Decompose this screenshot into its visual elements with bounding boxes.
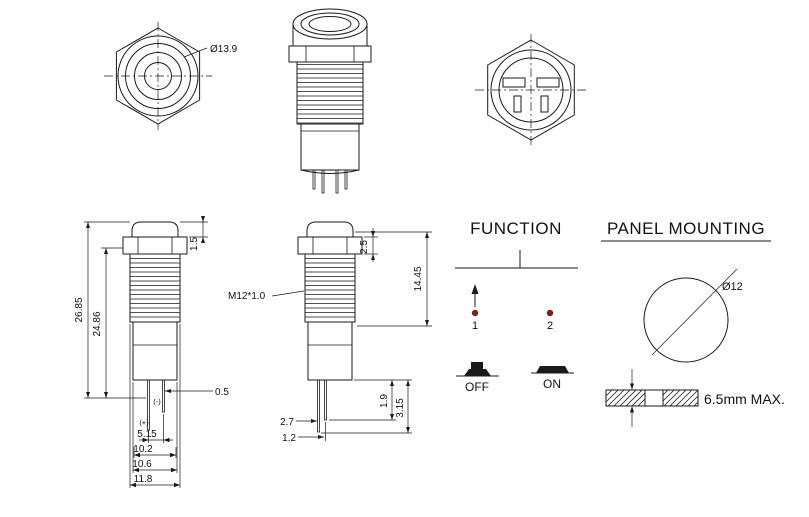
- on-button-symbol: [536, 366, 569, 373]
- off-button-symbol: [464, 362, 491, 376]
- side-view-figure: [288, 8, 372, 194]
- negative-pin-label: (-): [153, 397, 161, 406]
- terminal-pin: [321, 169, 325, 194]
- hex-flange: [297, 236, 363, 255]
- position-1-dot: [471, 309, 479, 317]
- position-2-dot: [546, 309, 554, 317]
- terminal-pin: [317, 379, 320, 433]
- off-label: OFF: [465, 380, 489, 394]
- dim-width-2: 10.6: [132, 459, 152, 470]
- terminal-pin: [513, 95, 522, 113]
- positive-pin-label: (+): [139, 418, 149, 427]
- dim-pin-spacing: 5.15: [137, 429, 157, 440]
- dim-hole-diameter: Ø12: [722, 281, 743, 293]
- function-diagram: FUNCTION 1 2 OFF ON: [455, 219, 578, 394]
- dim-cap-diameter: Ø13.9: [210, 44, 238, 55]
- bottom-view-figure: [475, 34, 587, 146]
- dim-flange-height: 2.5: [359, 240, 370, 254]
- terminal-pin: [335, 169, 339, 194]
- dim-width-3: 11.8: [134, 474, 153, 485]
- flat-terminal: [502, 77, 526, 88]
- hex-nut-outline: [115, 27, 201, 125]
- dim-pin-offset-1: 2.7: [280, 417, 294, 428]
- top-view-figure: Ø13.9: [104, 22, 238, 130]
- positive-pin: [147, 379, 150, 431]
- button-cap: [306, 221, 354, 238]
- terminal-pin: [324, 379, 327, 421]
- hex-nut-outline: [487, 39, 575, 141]
- switch-body: [300, 123, 360, 171]
- dim-cap-height: 1.5: [189, 237, 200, 251]
- button-cap: [131, 221, 179, 238]
- front-view-dimensioned: 26.85 24.86 1.5 0.5 (+) (-) 5.15 10.2 10…: [74, 216, 229, 488]
- actuation-arrow-icon: [471, 284, 479, 294]
- terminal-pin: [344, 169, 348, 190]
- dim-total-height: 26.85: [74, 297, 85, 322]
- dim-thread-length: 14.45: [413, 266, 424, 291]
- function-title: FUNCTION: [470, 219, 562, 238]
- hex-flange: [288, 45, 372, 63]
- terminal-pin: [540, 95, 549, 113]
- panel-section: [605, 389, 699, 407]
- dim-pin-thickness: 0.5: [215, 387, 229, 398]
- position-1-label: 1: [472, 320, 478, 332]
- dim-thread-spec: M12*1.0: [228, 291, 266, 302]
- flat-terminal: [536, 77, 560, 88]
- switch-body: [132, 321, 178, 381]
- thread-section: [304, 253, 356, 323]
- hatch-right: [662, 389, 699, 407]
- dim-pin-length-2: 3.15: [395, 398, 406, 418]
- dim-body-height: 24.86: [92, 311, 103, 336]
- thread-section: [129, 253, 181, 323]
- thread-section: [296, 61, 364, 125]
- panel-mounting-diagram: PANEL MOUNTING Ø12 6.5mm MAX.: [601, 219, 785, 427]
- hex-flange: [122, 236, 188, 255]
- terminal-pin: [312, 169, 316, 190]
- dim-width-1: 10.2: [133, 444, 153, 455]
- thread-view-dimensioned: M12*1.0 2.5 14.45 2.7 1.2 1.9 3.15: [228, 221, 432, 444]
- negative-pin: [162, 379, 165, 413]
- dim-pin-offset-2: 1.2: [282, 433, 296, 444]
- dim-pin-length-1: 1.9: [379, 394, 390, 408]
- panel-mounting-title: PANEL MOUNTING: [607, 219, 765, 238]
- on-label: ON: [543, 377, 561, 391]
- hatch-left: [605, 389, 646, 407]
- dim-max-thickness: 6.5mm MAX.: [704, 391, 785, 407]
- mounting-hole-circle: [643, 277, 729, 363]
- switch-body: [307, 321, 353, 381]
- position-2-label: 2: [547, 320, 553, 332]
